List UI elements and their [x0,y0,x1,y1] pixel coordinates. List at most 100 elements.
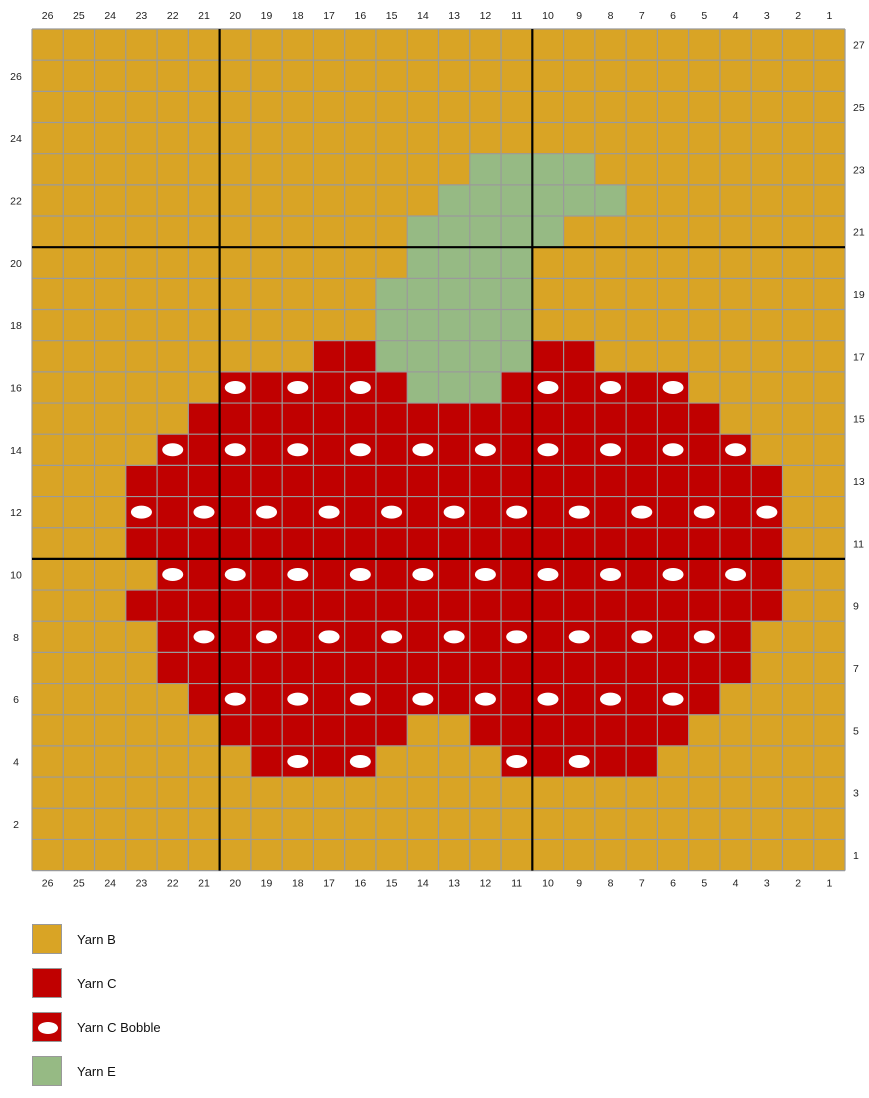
chart-cell [220,60,251,91]
bobble-mark [162,568,183,581]
chart-cell [126,777,157,808]
chart-cell [751,621,782,652]
chart-cell [95,528,126,559]
chart-cell [188,278,219,309]
chart-cell [345,278,376,309]
chart-cell [501,60,532,91]
chart-cell [32,29,63,60]
chart-cell [376,652,407,683]
chart-cell [532,777,563,808]
row-label-right: 21 [853,227,865,239]
chart-cell [501,715,532,746]
chart-cell [126,154,157,185]
bobble-mark [350,381,371,394]
chart-cell [657,216,688,247]
chart-cell [95,434,126,465]
chart-cell [470,154,501,185]
bobble-mark [756,506,777,519]
chart-cell [345,341,376,372]
chart-cell [95,403,126,434]
chart-cell [501,465,532,496]
chart-cell [376,808,407,839]
chart-cell [126,403,157,434]
column-label-bottom: 12 [480,878,492,890]
chart-cell [657,154,688,185]
chart-cell [63,247,94,278]
bobble-mark [162,443,183,456]
chart-cell [126,91,157,122]
chart-cell [439,559,470,590]
column-label-bottom: 11 [511,878,522,890]
chart-cell [126,652,157,683]
chart-cell [95,559,126,590]
chart-cell [689,652,720,683]
chart-cell [470,372,501,403]
chart-cell [188,465,219,496]
legend-item-yarn-c-bobble: Yarn C Bobble [32,1010,161,1044]
chart-cell [814,278,845,309]
chart-cell [470,590,501,621]
chart-cell [595,808,626,839]
chart-cell [782,29,813,60]
chart-cell [282,247,313,278]
chart-cell [376,341,407,372]
chart-cell [32,372,63,403]
column-label-bottom: 13 [448,878,460,890]
chart-cell [657,652,688,683]
chart-cell [501,185,532,216]
bobble-mark [350,443,371,456]
bobble-mark [256,506,277,519]
chart-cell [470,29,501,60]
row-label-right: 19 [853,289,865,301]
chart-cell [751,154,782,185]
chart-cell [407,185,438,216]
chart-cell [126,746,157,777]
chart-cell [595,746,626,777]
chart-cell [126,621,157,652]
chart-cell [282,91,313,122]
chart-cell [126,528,157,559]
row-label-right: 1 [853,850,859,862]
chart-cell [345,715,376,746]
chart-cell [282,185,313,216]
chart-cell [376,185,407,216]
chart-cell [751,60,782,91]
chart-cell [595,123,626,154]
chart-cell [439,154,470,185]
chart-cell [345,91,376,122]
chart-cell [626,839,657,870]
chart-cell [32,310,63,341]
chart-cell [720,465,751,496]
bobble-mark [225,443,246,456]
chart-cell [720,621,751,652]
chart-cell [376,746,407,777]
chart-cell [814,372,845,403]
row-label-left: 6 [13,694,19,706]
chart-cell [376,590,407,621]
chart-cell [157,777,188,808]
chart-cell [313,465,344,496]
chart-cell [814,123,845,154]
chart-cell [345,777,376,808]
chart-cell [188,154,219,185]
chart-cell [220,341,251,372]
chart-cell [32,684,63,715]
chart-cell [126,216,157,247]
column-label-bottom: 22 [167,878,179,890]
chart-cell [126,684,157,715]
chart-cell [595,621,626,652]
chart-cell [470,465,501,496]
chart-cell [657,621,688,652]
chart-cell [376,91,407,122]
chart-cell [564,465,595,496]
chart-cell [595,216,626,247]
chart-cell [376,715,407,746]
chart-cell [782,91,813,122]
chart-cell [126,715,157,746]
chart-cell [720,746,751,777]
chart-cell [751,652,782,683]
chart-cell [188,185,219,216]
chart-cell [376,839,407,870]
chart-cell [501,91,532,122]
bobble-mark [225,693,246,706]
